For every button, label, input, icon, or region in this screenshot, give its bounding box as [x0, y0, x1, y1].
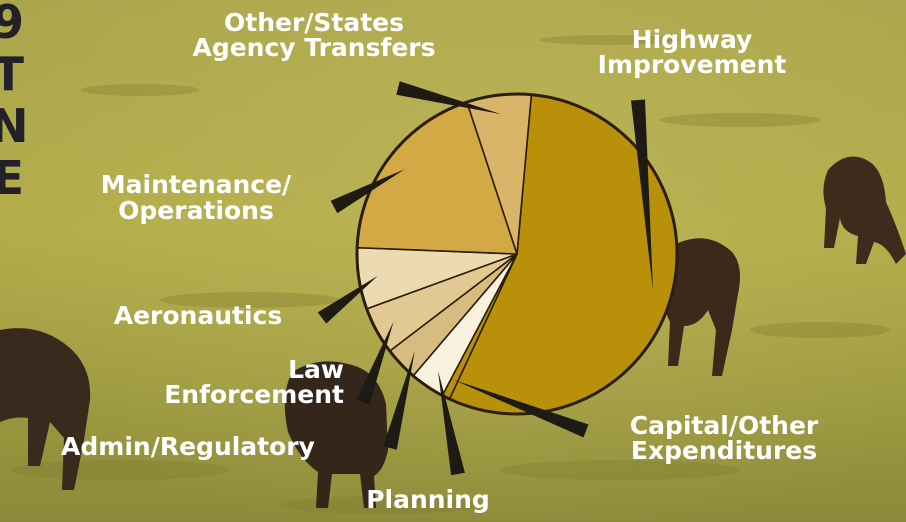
label-pointer: [454, 380, 589, 438]
label-pointer: [396, 81, 501, 115]
slice-label: Other/States: [224, 8, 404, 37]
grass-texture: [10, 35, 890, 514]
slice-labels: HighwayImprovementCapital/OtherExpenditu…: [61, 8, 819, 514]
side-letter: T: [0, 47, 24, 101]
pie-chart: [355, 92, 679, 416]
slice-label: Expenditures: [631, 436, 817, 465]
slice-label: Maintenance/: [101, 170, 292, 199]
slice-label: Admin/Regulatory: [61, 432, 315, 461]
slice-label: Enforcement: [164, 380, 344, 409]
label-pointer: [438, 370, 465, 476]
slice-label: Law: [288, 355, 344, 384]
slice-label: Operations: [118, 196, 274, 225]
slice-label: Planning: [366, 485, 490, 514]
label-pointer: [383, 350, 415, 450]
label-pointer: [631, 99, 653, 291]
side-letter: N: [0, 99, 29, 153]
side-letter: 9: [0, 0, 24, 49]
slice-label: Improvement: [598, 50, 787, 79]
label-pointer: [317, 275, 378, 324]
slice-label: Agency Transfers: [192, 33, 435, 62]
bison-center-right: [662, 238, 740, 376]
slice-label: Highway: [632, 25, 753, 54]
label-pointer: [330, 169, 405, 214]
side-letters: 9 T N E: [0, 0, 29, 205]
bison-left: [0, 328, 91, 490]
slice-label: Capital/Other: [630, 411, 819, 440]
label-pointers: [317, 81, 653, 476]
side-letter: E: [0, 151, 24, 205]
label-pointer: [356, 321, 394, 405]
slice-label: Aeronautics: [114, 301, 283, 330]
bison-right: [823, 156, 906, 264]
pie-outline: [355, 92, 679, 416]
